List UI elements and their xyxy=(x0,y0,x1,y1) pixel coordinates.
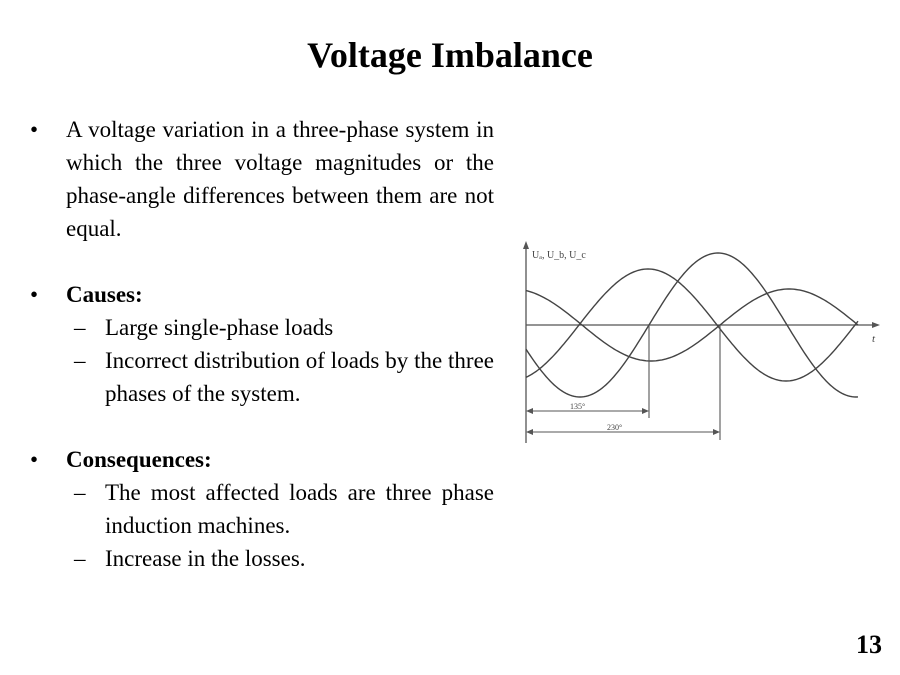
consequence-item: – The most affected loads are three phas… xyxy=(28,476,494,542)
cause-text: Incorrect distribution of loads by the t… xyxy=(105,348,494,406)
dimension-arrowhead xyxy=(642,408,649,414)
dimension-arrowhead xyxy=(713,429,720,435)
three-phase-waveform-diagram: Uₐ, U_b, U_c t 135° 230° xyxy=(523,241,880,443)
dimension-arrowhead xyxy=(526,429,533,435)
consequence-item: – Increase in the losses. xyxy=(28,542,494,575)
bullet-list: • A voltage variation in a three-phase s… xyxy=(28,113,494,575)
page-number: 13 xyxy=(856,630,882,659)
slide-title: Voltage Imbalance xyxy=(307,35,593,75)
cause-item: – Large single-phase loads xyxy=(28,311,494,344)
bullet-marker: • xyxy=(30,447,39,472)
waveform-phase-3 xyxy=(525,268,859,382)
waveform-phase-1 xyxy=(525,252,859,398)
bullet-consequences: • Consequences: xyxy=(28,443,494,476)
consequence-text: Increase in the losses. xyxy=(105,546,306,571)
definition-text: A voltage variation in a three-phase sys… xyxy=(66,117,494,241)
bullet-marker: • xyxy=(30,282,39,307)
waveform-phase-2 xyxy=(525,288,859,362)
y-axis-arrow xyxy=(523,241,529,249)
bullet-marker: • xyxy=(30,117,39,142)
x-axis-arrow xyxy=(872,322,880,328)
causes-heading: Causes: xyxy=(66,282,143,307)
angle-label-135: 135° xyxy=(570,402,585,411)
dash-marker: – xyxy=(74,348,86,373)
x-axis-label: t xyxy=(872,333,876,345)
dash-marker: – xyxy=(74,546,86,571)
angle-label-230: 230° xyxy=(607,423,622,432)
dash-marker: – xyxy=(74,480,86,505)
dash-marker: – xyxy=(74,315,86,340)
consequence-text: The most affected loads are three phase … xyxy=(105,480,494,538)
cause-text: Large single-phase loads xyxy=(105,315,334,340)
bullet-causes: • Causes: xyxy=(28,278,494,311)
consequences-heading: Consequences: xyxy=(66,447,212,472)
cause-item: – Incorrect distribution of loads by the… xyxy=(28,344,494,410)
bullet-definition: • A voltage variation in a three-phase s… xyxy=(28,113,494,245)
dimension-arrowhead xyxy=(526,408,533,414)
y-axis-label: Uₐ, U_b, U_c xyxy=(532,250,586,261)
